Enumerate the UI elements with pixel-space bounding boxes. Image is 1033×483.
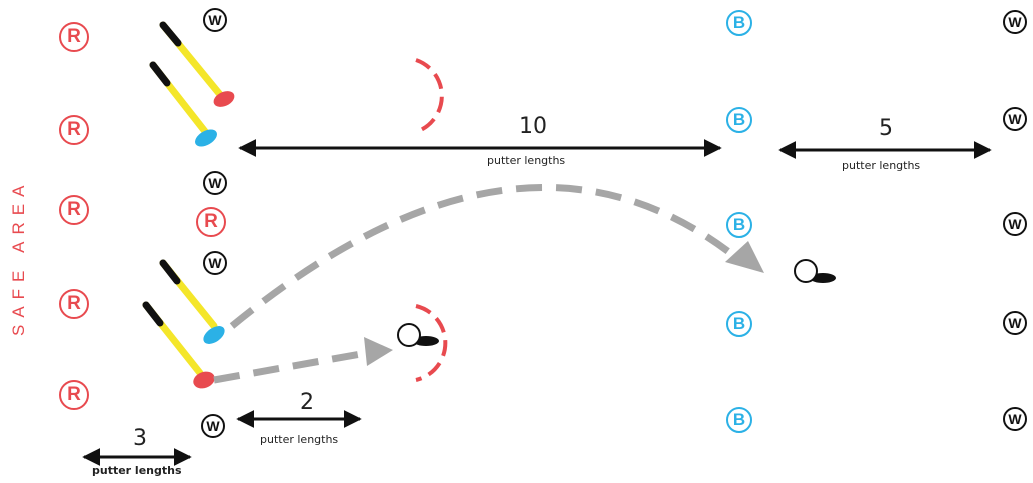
white-marker: W [1003,107,1027,131]
blue-marker: B [726,407,752,433]
trajectory-arrowhead [364,337,393,366]
blue-marker: B [726,212,752,238]
red-marker: R [196,207,226,237]
white-marker: W [203,8,227,32]
svg-text:SAFE AREA: SAFE AREA [9,179,28,336]
distance-value: 10 [519,114,547,139]
distance-unit: putter lengths [260,433,339,446]
red-marker: R [59,289,89,319]
putter-icon [159,259,225,344]
white-marker: W [1003,407,1027,431]
trajectory-arrowhead [725,241,764,273]
target-arc [415,58,444,134]
white-marker: W [203,171,227,195]
red-marker: R [59,22,89,52]
ball-trajectory-long [229,184,737,329]
white-marker: W [203,251,227,275]
distance-value: 2 [300,390,314,415]
distance-unit: putter lengths [487,154,566,167]
putter-icon [149,61,217,147]
red-marker: R [59,115,89,145]
distance-value: 3 [133,426,147,451]
distance-unit: putter lengths [92,464,182,477]
ball-icon [397,323,439,347]
target-arc [415,304,448,382]
white-marker: W [201,414,225,438]
blue-marker: B [726,10,752,36]
white-marker: W [1003,212,1027,236]
putter-icon [142,301,215,389]
ball-trajectory-short [213,348,373,384]
ball-icon [794,259,836,283]
white-marker: W [1003,10,1027,34]
red-marker: R [59,380,89,410]
red-marker: R [59,195,89,225]
blue-marker: B [726,107,752,133]
safe-area-label: SAFE AREA [9,179,28,336]
putter-icon [159,21,235,107]
distance-value: 5 [879,116,893,141]
blue-marker: B [726,311,752,337]
distance-unit: putter lengths [842,159,921,172]
white-marker: W [1003,311,1027,335]
